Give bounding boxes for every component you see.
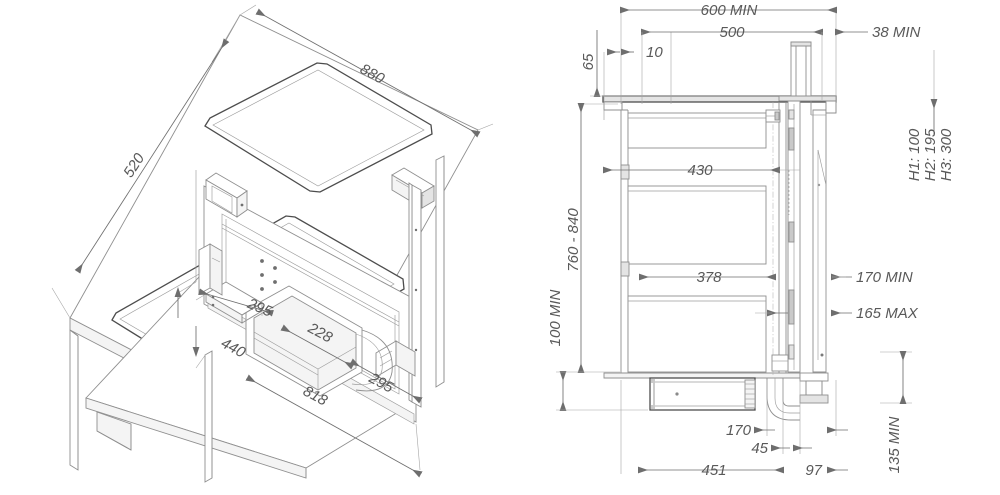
sec-dim-165max-label: 165 MAX — [856, 305, 919, 322]
sec-motor-box — [649, 377, 756, 411]
sec-dim-170-label: 170 — [726, 422, 752, 439]
iso-cabinet-left-post — [69, 329, 79, 471]
sec-dim-h2-label: H2: 195 — [922, 128, 939, 181]
sec-dim-38min-label: 38 MIN — [872, 24, 921, 41]
sec-dim-45-label: 45 — [751, 440, 768, 457]
sec-dim-760-840-label: 760 - 840 — [565, 208, 582, 272]
sec-dim-h3-label: H3: 300 — [938, 128, 955, 181]
sec-column-fittings — [765, 109, 789, 372]
section-view: 600 MIN 500 38 MIN 65 10 H1: 100 H2: 195… — [547, 2, 955, 479]
sec-dim-135min-label: 135 MIN — [886, 416, 903, 473]
sec-dim-100min-label: 100 MIN — [547, 289, 564, 346]
sec-dim-500-label: 500 — [719, 24, 745, 41]
iso-left-bracket — [198, 243, 223, 296]
sec-dim-600min-label: 600 MIN — [701, 2, 758, 19]
iso-right-wall — [435, 155, 445, 388]
isometric-view: 520 880 295 440 228 — [51, 4, 494, 483]
sec-dim-170min-label: 170 MIN — [856, 269, 913, 286]
sec-dim-451-label: 451 — [701, 462, 726, 479]
iso-shelf-leg — [204, 350, 213, 483]
sec-leg-assembly — [799, 372, 829, 404]
sec-dim-10-label: 10 — [646, 44, 663, 61]
sec-dim-430-label: 430 — [687, 162, 713, 179]
sec-extractor-column — [787, 99, 827, 373]
sec-dim-97-label: 97 — [805, 462, 822, 479]
sec-drawer-boxes — [620, 112, 767, 373]
sec-dim-378-label: 378 — [696, 269, 722, 286]
sec-dim-65-label: 65 — [580, 53, 597, 70]
sec-dim-h1-label: H1: 100 — [906, 128, 923, 181]
sec-dimensions: 600 MIN 500 38 MIN 65 10 H1: 100 H2: 195… — [547, 2, 955, 479]
